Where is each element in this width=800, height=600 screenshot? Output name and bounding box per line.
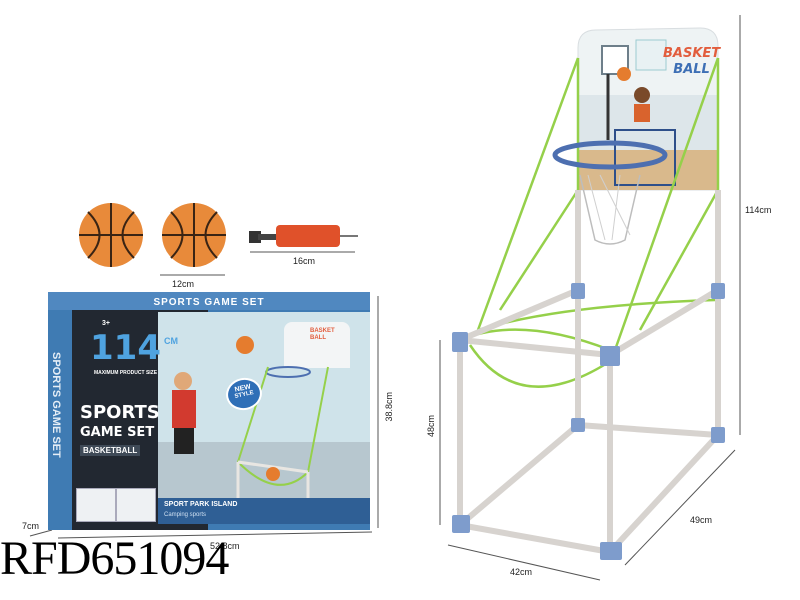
backboard-title: BASKET BALL bbox=[663, 46, 720, 77]
frame-pipes bbox=[457, 190, 721, 555]
box-subtitle: BASKETBALL bbox=[80, 445, 141, 456]
box-mini-stand bbox=[236, 366, 329, 512]
hoop bbox=[552, 140, 668, 245]
box-size-caption: MAXIMUM PRODUCT SIZE bbox=[94, 370, 158, 376]
dim-box-width: 52.8cm bbox=[210, 541, 240, 551]
box-thumbnail-2 bbox=[116, 488, 156, 522]
box-mini-backboard-text: BASKET BALL bbox=[310, 328, 335, 341]
box-title: SPORTS GAME SET BASKETBALL bbox=[80, 402, 200, 458]
backboard-title-line1: BASKET bbox=[663, 46, 721, 61]
box-size-number: 114 bbox=[90, 328, 161, 368]
ball-pump bbox=[249, 225, 358, 247]
box-top-banner-text: SPORTS GAME SET bbox=[153, 297, 265, 308]
box-size-unit: CM bbox=[164, 336, 178, 346]
box-top-banner: SPORTS GAME SET bbox=[48, 292, 370, 310]
product-box: SPORTS GAME SET SPORTS GAME SET 3+ 114 C… bbox=[48, 292, 370, 530]
box-side-text: SPORTS GAME SET bbox=[50, 352, 62, 458]
dim-box-height: 38.8cm bbox=[384, 392, 394, 422]
frame-connectors bbox=[452, 283, 725, 560]
box-brand-strip: SPORT PARK ISLAND Camping sports bbox=[158, 498, 370, 524]
box-title-line2: GAME SET bbox=[80, 425, 155, 440]
dim-width: 42cm bbox=[510, 567, 533, 577]
box-kid-legs bbox=[174, 428, 194, 454]
backboard-title-line2: BALL bbox=[673, 61, 710, 77]
product-sku: RFD651094 bbox=[0, 532, 229, 585]
box-brand: SPORT PARK ISLAND bbox=[164, 501, 238, 508]
dimension-lines bbox=[29, 15, 741, 581]
box-kid-head bbox=[174, 372, 192, 390]
box-tagline: Camping sports bbox=[164, 512, 207, 518]
basketball-2 bbox=[162, 203, 226, 267]
dim-height-total: 114cm bbox=[745, 205, 772, 215]
dim-height-frame: 48cm bbox=[426, 415, 436, 438]
box-ball bbox=[236, 336, 254, 354]
box-mini-backboard: BASKET BALL bbox=[284, 322, 350, 368]
dim-depth: 49cm bbox=[690, 515, 713, 525]
box-kid-body bbox=[172, 390, 196, 428]
dim-box-depth: 7cm bbox=[22, 521, 40, 531]
frame-green bbox=[459, 57, 720, 388]
box-age: 3+ bbox=[102, 320, 110, 327]
box-title-line1: SPORTS bbox=[80, 402, 160, 423]
dim-pump: 16cm bbox=[293, 256, 316, 266]
basketball-1 bbox=[79, 203, 143, 267]
dim-ball: 12cm bbox=[172, 279, 195, 289]
box-thumbnail-1 bbox=[76, 488, 116, 522]
